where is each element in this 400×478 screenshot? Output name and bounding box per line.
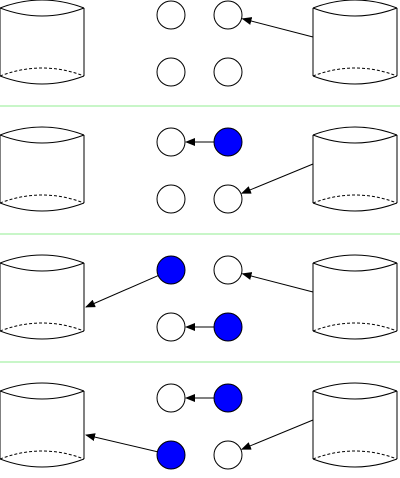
- left-store-1-bottom-dashed: [0, 67, 85, 77]
- left-store-4: [0, 382, 85, 468]
- slot-2-2-1-empty: [156, 184, 186, 214]
- right-store-4-top-arc: [312, 390, 398, 400]
- transfer-arrow-4-2: [85, 433, 158, 453]
- slot-3-1-2-empty: [213, 255, 243, 285]
- left-store-3-top-arc: [0, 254, 85, 264]
- right-store-3-bottom-arc: [312, 330, 398, 340]
- right-store-2-top-arc: [312, 126, 398, 136]
- slot-3-1-1-filled: [156, 255, 186, 285]
- right-store-4-bottom-arc: [312, 458, 398, 468]
- transfer-arrow-3-2: [241, 272, 314, 293]
- right-store-3-bottom-dashed: [312, 322, 398, 332]
- slot-2-2-2-empty: [213, 184, 243, 214]
- left-store-2-bottom-dashed: [0, 194, 85, 204]
- left-store-4-bottom-arc: [0, 458, 85, 468]
- left-store-4-bottom-dashed: [0, 450, 85, 460]
- right-store-2-bottom-dashed: [312, 194, 398, 204]
- right-store-1: [312, 0, 398, 85]
- left-store-2-top-arc: [0, 126, 85, 136]
- slot-3-2-1-empty: [156, 312, 186, 342]
- slot-4-1-2-filled: [213, 383, 243, 413]
- transfer-arrow-4-3: [240, 419, 314, 450]
- slot-4-2-1-filled: [156, 440, 186, 470]
- right-store-3-top-arc: [312, 262, 398, 272]
- right-store-4: [312, 382, 398, 468]
- slot-1-2-2-empty: [213, 57, 243, 87]
- right-store-3-top-arc: [312, 254, 398, 264]
- right-store-1-top-arc: [312, 7, 398, 17]
- right-store-2-top-arc: [312, 134, 398, 144]
- slot-2-1-1-empty: [156, 127, 186, 157]
- left-store-3-top-arc: [0, 262, 85, 272]
- left-store-4-top-arc: [0, 382, 85, 392]
- slot-1-2-1-empty: [156, 57, 186, 87]
- slot-4-1-1-empty: [156, 383, 186, 413]
- right-store-2: [312, 126, 398, 212]
- left-store-3-bottom-arc: [0, 330, 85, 340]
- slot-2-1-2-filled: [213, 127, 243, 157]
- slot-3-2-2-filled: [213, 312, 243, 342]
- right-store-4-top-arc: [312, 382, 398, 392]
- left-store-1-bottom-arc: [0, 75, 85, 85]
- left-store-4-top-arc: [0, 390, 85, 400]
- left-store-3: [0, 254, 85, 340]
- right-store-1-bottom-dashed: [312, 67, 398, 77]
- right-store-1-bottom-arc: [312, 75, 398, 85]
- right-store-1-top-arc: [312, 0, 398, 9]
- left-store-1-top-arc: [0, 7, 85, 17]
- left-store-1: [0, 0, 85, 85]
- transfer-arrow-2-2: [240, 163, 314, 194]
- left-store-2-top-arc: [0, 134, 85, 144]
- right-store-4-bottom-dashed: [312, 450, 398, 460]
- slot-1-1-2-empty: [213, 0, 243, 30]
- transfer-arrow-3-1: [85, 275, 159, 308]
- right-store-3: [312, 254, 398, 340]
- right-store-2-bottom-arc: [312, 202, 398, 212]
- left-store-2: [0, 126, 85, 212]
- left-store-1-top-arc: [0, 0, 85, 9]
- slot-4-2-2-empty: [213, 440, 243, 470]
- transfer-arrow-1-1: [241, 17, 314, 38]
- left-store-2-bottom-arc: [0, 202, 85, 212]
- slot-1-1-1-empty: [156, 0, 186, 30]
- left-store-3-bottom-dashed: [0, 322, 85, 332]
